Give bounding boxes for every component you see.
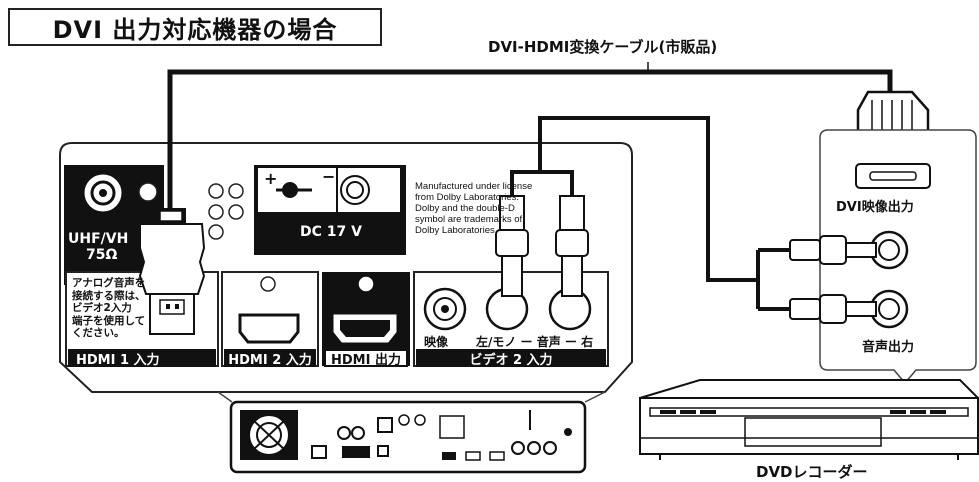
cable-label: DVI-HDMI変換ケーブル(市販品) [488,38,718,56]
audio-jack-label: 左/モノ ー 音声 ー 右 [476,335,594,349]
page-title: DVI 出力対応機器の場合 [8,8,382,46]
dvd-recorder-body [639,379,979,399]
svg-text:+: + [264,169,277,188]
hdmi-plug [138,208,206,335]
dc-label: DC 17 V [300,224,362,240]
hdmi2-port [238,313,300,344]
analog-audio-note: アナログ音声を 接続する際は、 ビデオ2入力 端子を使用して ください。 [72,277,146,339]
dvi-video-output-label: DVI映像出力 [836,200,914,215]
hdmi-output-label: HDMI 出力 [324,349,408,368]
dvi-hdmi-cable [167,69,893,210]
rca-plug-recorder-upper [789,235,877,265]
svg-text:−: − [322,167,335,186]
rca-plug-recorder-lower [789,294,877,324]
antenna-label-line2: 75Ω [86,247,118,263]
dolby-notice: Manufactured under license from Dolby La… [415,181,532,236]
rca-plug-right [555,195,589,297]
video-jack-label: 映像 [424,335,449,349]
hdmi1-input-label: HDMI 1 入力 [68,349,216,368]
audio-output-label: 音声出力 [862,340,915,355]
antenna-label-line1: UHF/VH [68,231,129,247]
rca-plug-left [495,195,529,297]
hdmi2-input-label: HDMI 2 入力 [224,349,316,368]
dvd-recorder-label: DVDレコーダー [756,463,868,481]
video2-input-label: ビデオ 2 入力 [416,349,606,368]
